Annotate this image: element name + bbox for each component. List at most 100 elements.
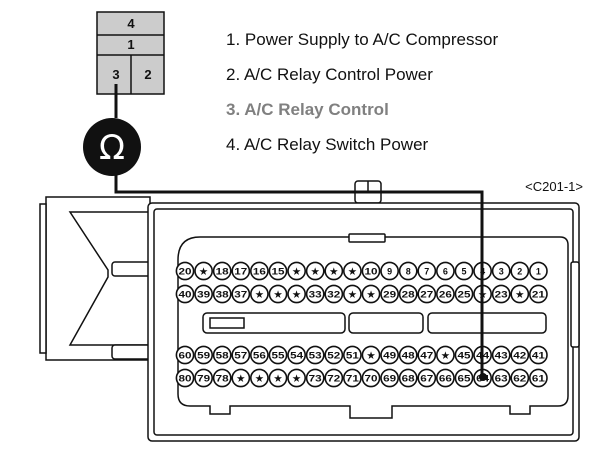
probe-wire-connector [114, 172, 484, 377]
pin-label: ★ [348, 266, 357, 276]
connector-pin: 78 [212, 368, 232, 388]
pin-label: ★ [293, 266, 302, 276]
connector-pin: 41 [529, 345, 548, 365]
connector-pin: ★ [510, 284, 530, 304]
probe-tip [479, 373, 487, 381]
connector-pin: 29 [380, 284, 400, 304]
connector-pin: 65 [454, 368, 474, 388]
connector-pin: 53 [305, 345, 325, 365]
connector-pin: 72 [324, 368, 344, 388]
pin-label: ★ [255, 373, 264, 383]
connector-pin: 62 [510, 368, 530, 388]
connector-pin: 39 [194, 284, 214, 304]
connector-pin: 80 [175, 368, 195, 388]
pin-label: ★ [367, 289, 376, 299]
connector-pin: 47 [417, 345, 437, 365]
connector-pin: 38 [212, 284, 232, 304]
pin-label: 69 [383, 373, 396, 383]
connector-pin: 52 [324, 345, 344, 365]
pin-label: 56 [253, 350, 266, 360]
connector-pin: 49 [380, 345, 400, 365]
pin-label: 17 [234, 266, 247, 276]
pin-label: 62 [513, 373, 526, 383]
pin-label: 42 [513, 350, 526, 360]
pin-label: 29 [383, 289, 396, 299]
pin-label: 54 [290, 350, 303, 360]
pin-label: 33 [309, 289, 322, 299]
connector-pin: 17 [231, 261, 251, 281]
pin-label: 55 [272, 350, 285, 360]
relay-block: 4 1 3 2 [96, 11, 165, 95]
connector-pin: 43 [491, 345, 511, 365]
connector-pin: 40 [175, 284, 195, 304]
connector-pin: 70 [361, 368, 381, 388]
connector-pin: 42 [510, 345, 530, 365]
pin-label: 71 [346, 373, 359, 383]
relay-terminal-1: 1 [127, 37, 134, 52]
connector-pin: 2 [510, 261, 530, 281]
connector-pin: 1 [529, 261, 548, 281]
pin-label: 58 [216, 350, 229, 360]
ohmmeter-icon: Ω [83, 118, 141, 176]
connector-pin: 10 [361, 261, 381, 281]
pin-label: 6 [443, 266, 448, 276]
pin-label: 63 [495, 373, 508, 383]
connector-pin: ★ [268, 368, 288, 388]
pin-label: 8 [406, 266, 411, 276]
connector-pin: ★ [249, 284, 269, 304]
connector-pin: ★ [249, 368, 269, 388]
connector-label: <C201-1> [525, 179, 583, 194]
relay-terminal-4: 4 [127, 16, 135, 31]
connector-pin: 60 [175, 345, 195, 365]
relay-terminal-2: 2 [144, 67, 151, 82]
connector-pin: 45 [454, 345, 474, 365]
connector-pin: ★ [231, 368, 251, 388]
connector-pin: ★ [268, 284, 288, 304]
pin-label: ★ [237, 373, 246, 383]
pin-label: 40 [179, 289, 192, 299]
connector-pin: ★ [342, 284, 362, 304]
pin-label: 80 [179, 373, 192, 383]
connector-pin: 69 [380, 368, 400, 388]
connector-pin: 33 [305, 284, 325, 304]
connector-pin: 66 [435, 368, 455, 388]
connector-pin: ★ [305, 261, 325, 281]
pin-label: ★ [330, 266, 339, 276]
pin-label: 39 [197, 289, 210, 299]
pin-label: 78 [216, 373, 229, 383]
pin-label: 9 [387, 266, 392, 276]
connector-pin: ★ [324, 261, 344, 281]
pin-label: 37 [234, 289, 247, 299]
pin-label: 41 [532, 350, 545, 360]
connector-pin: 7 [417, 261, 437, 281]
connector-pin: 32 [324, 284, 344, 304]
connector-pin: 61 [529, 368, 548, 388]
pin-label: 67 [420, 373, 433, 383]
legend-item-1: 1. Power Supply to A/C Compressor [226, 30, 498, 49]
connector-pin: 16 [249, 261, 269, 281]
pin-label: 15 [272, 266, 285, 276]
connector-pin: ★ [361, 345, 381, 365]
connector-pin: 9 [380, 261, 400, 281]
pin-label: 51 [346, 350, 359, 360]
legend-item-2: 2. A/C Relay Control Power [226, 65, 433, 84]
pin-label: 5 [461, 266, 466, 276]
connector-pin: 23 [491, 284, 511, 304]
pin-label: 26 [439, 289, 452, 299]
pin-label: 45 [458, 350, 471, 360]
pin-label: ★ [200, 266, 209, 276]
pin-label: 18 [216, 266, 229, 276]
legend-item-3: 3. A/C Relay Control [226, 100, 389, 119]
connector-pin: 54 [287, 345, 307, 365]
connector-pin: 68 [398, 368, 418, 388]
relay-terminal-3: 3 [112, 67, 119, 82]
pin-label: ★ [274, 289, 283, 299]
connector-pin: 59 [194, 345, 214, 365]
pin-label: 61 [532, 373, 545, 383]
pin-label: 43 [495, 350, 508, 360]
connector-pin: ★ [342, 261, 362, 281]
pin-label: 21 [532, 289, 545, 299]
pin-label: 57 [234, 350, 247, 360]
pin-label: 49 [383, 350, 396, 360]
